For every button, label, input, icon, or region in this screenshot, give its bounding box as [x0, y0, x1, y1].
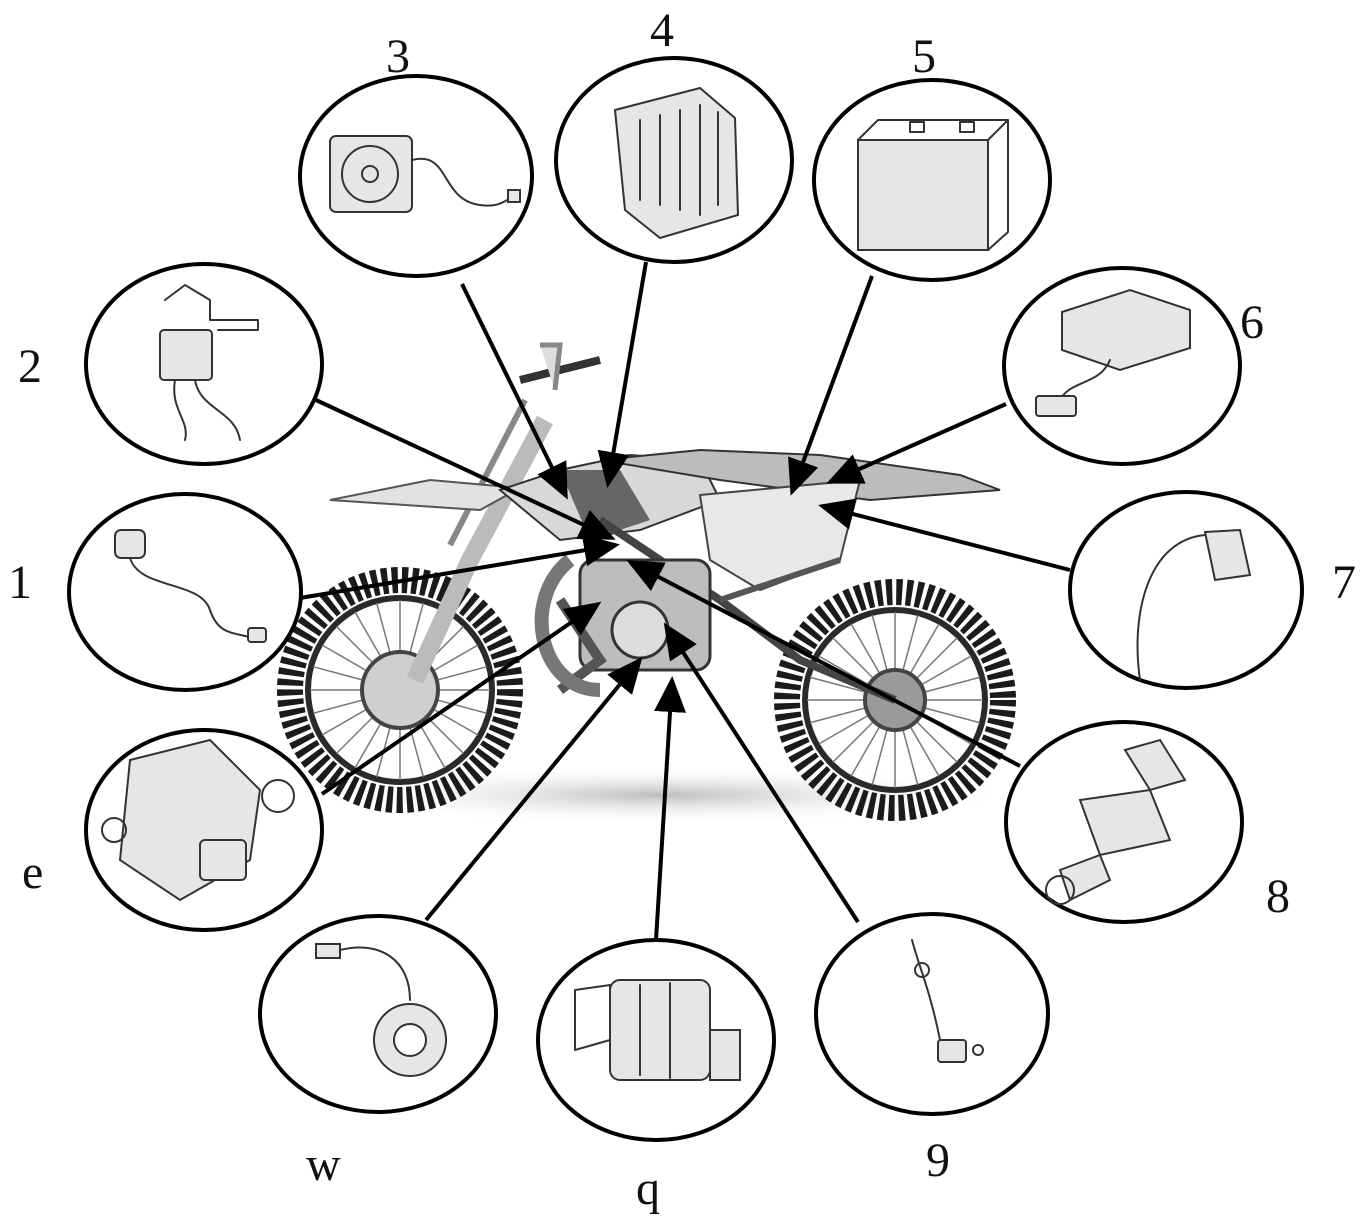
label-5: 5 — [912, 30, 936, 83]
component-w: w — [260, 916, 496, 1191]
component-1: 1 — [8, 494, 301, 690]
label-7: 7 — [1332, 556, 1356, 609]
leader-line-4 — [608, 262, 646, 484]
component-e: e — [22, 730, 322, 930]
component-6: 6 — [1004, 268, 1264, 464]
label-1: 1 — [8, 556, 32, 609]
component-8: 8 — [1006, 722, 1290, 923]
label-6: 6 — [1240, 296, 1264, 349]
component-9: 9 — [816, 914, 1048, 1187]
dirt-bike-icon — [290, 345, 1020, 825]
component-5: 5 — [814, 30, 1050, 280]
component-3: 3 — [300, 30, 532, 276]
label-e: e — [22, 846, 43, 899]
label-q: q — [636, 1162, 660, 1215]
battery-icon — [858, 120, 1008, 250]
component-4: 4 — [556, 4, 792, 262]
leader-line-7 — [822, 506, 1070, 570]
label-2: 2 — [18, 340, 42, 393]
component-2: 2 — [18, 264, 322, 464]
label-8: 8 — [1266, 870, 1290, 923]
label-9: 9 — [926, 1134, 950, 1187]
label-3: 3 — [386, 30, 410, 83]
label-w: w — [306, 1138, 341, 1191]
component-q: q — [538, 940, 774, 1215]
label-4: 4 — [650, 4, 674, 57]
ecu-module-icon — [615, 88, 738, 238]
component-7: 7 — [1070, 492, 1356, 688]
